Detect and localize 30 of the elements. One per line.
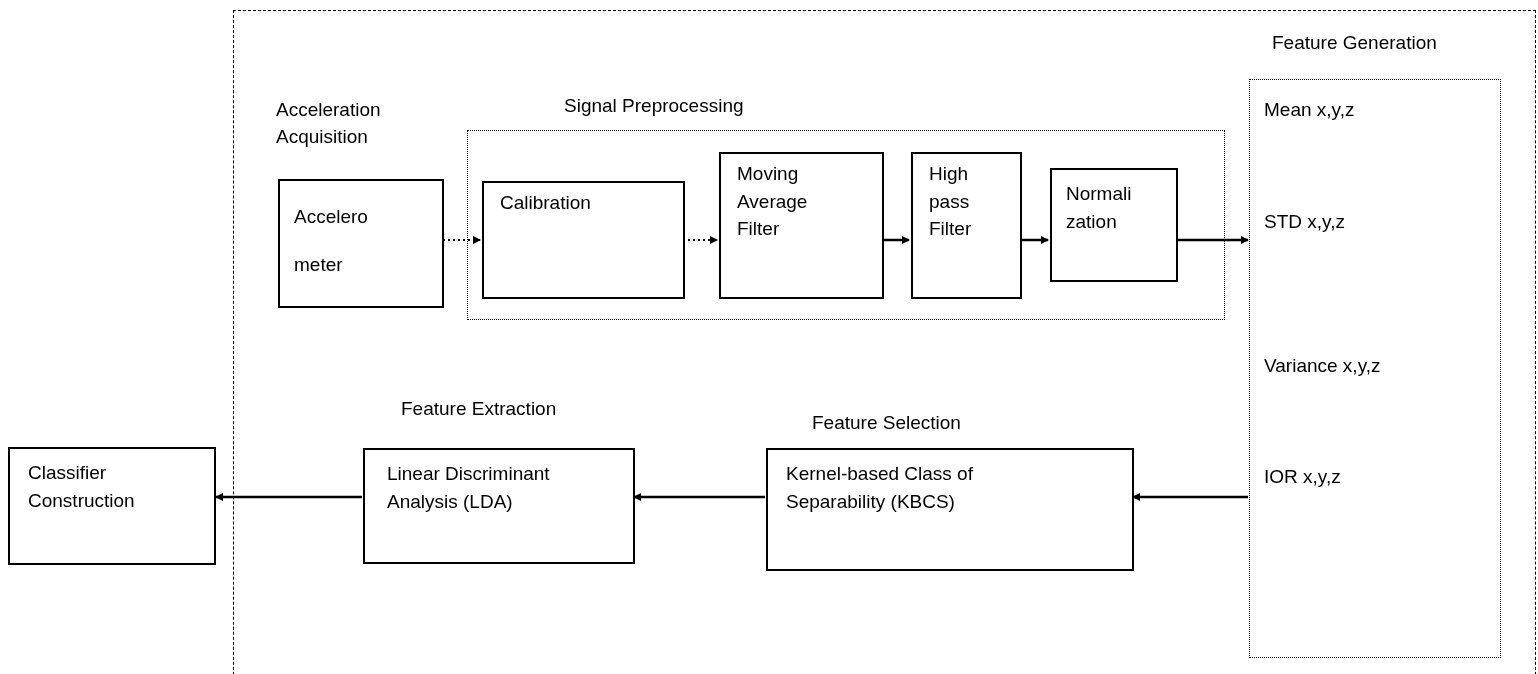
process-box — [8, 447, 216, 565]
box-label: Calibration — [500, 191, 592, 215]
feature-label: IOR x,y,z — [1264, 465, 1341, 489]
feature-label: STD x,y,z — [1264, 210, 1345, 234]
feature-label: Mean x,y,z — [1264, 98, 1355, 122]
process-box — [719, 152, 884, 299]
arrow — [882, 236, 910, 244]
box-label: Moving Average Filter — [737, 162, 809, 242]
arrow — [442, 236, 481, 244]
box-label: Kernel-based Class of Separability (KBCS) — [786, 462, 974, 514]
heading: Feature Generation — [1272, 31, 1437, 55]
box-label: Classifier Construction — [28, 461, 136, 513]
arrow — [1020, 236, 1049, 244]
process-box — [1050, 168, 1178, 282]
arrow — [633, 493, 765, 501]
arrow — [1132, 493, 1248, 501]
box-label: Normali zation — [1066, 182, 1133, 234]
arrow — [215, 493, 362, 501]
heading: Feature Selection — [812, 411, 961, 435]
box-label: Linear Discriminant Analysis (LDA) — [387, 462, 551, 514]
dashed-region — [233, 10, 1536, 674]
feature-label: Variance x,y,z — [1264, 354, 1381, 378]
heading: Acceleration Acquisition — [276, 98, 382, 149]
heading: Signal Preprocessing — [564, 94, 744, 118]
process-box — [911, 152, 1022, 299]
heading: Feature Extraction — [401, 397, 557, 421]
process-box — [482, 181, 685, 299]
box-label: Accelero meter — [294, 205, 369, 277]
box-label: High pass Filter — [929, 162, 973, 242]
arrow — [1176, 236, 1249, 244]
